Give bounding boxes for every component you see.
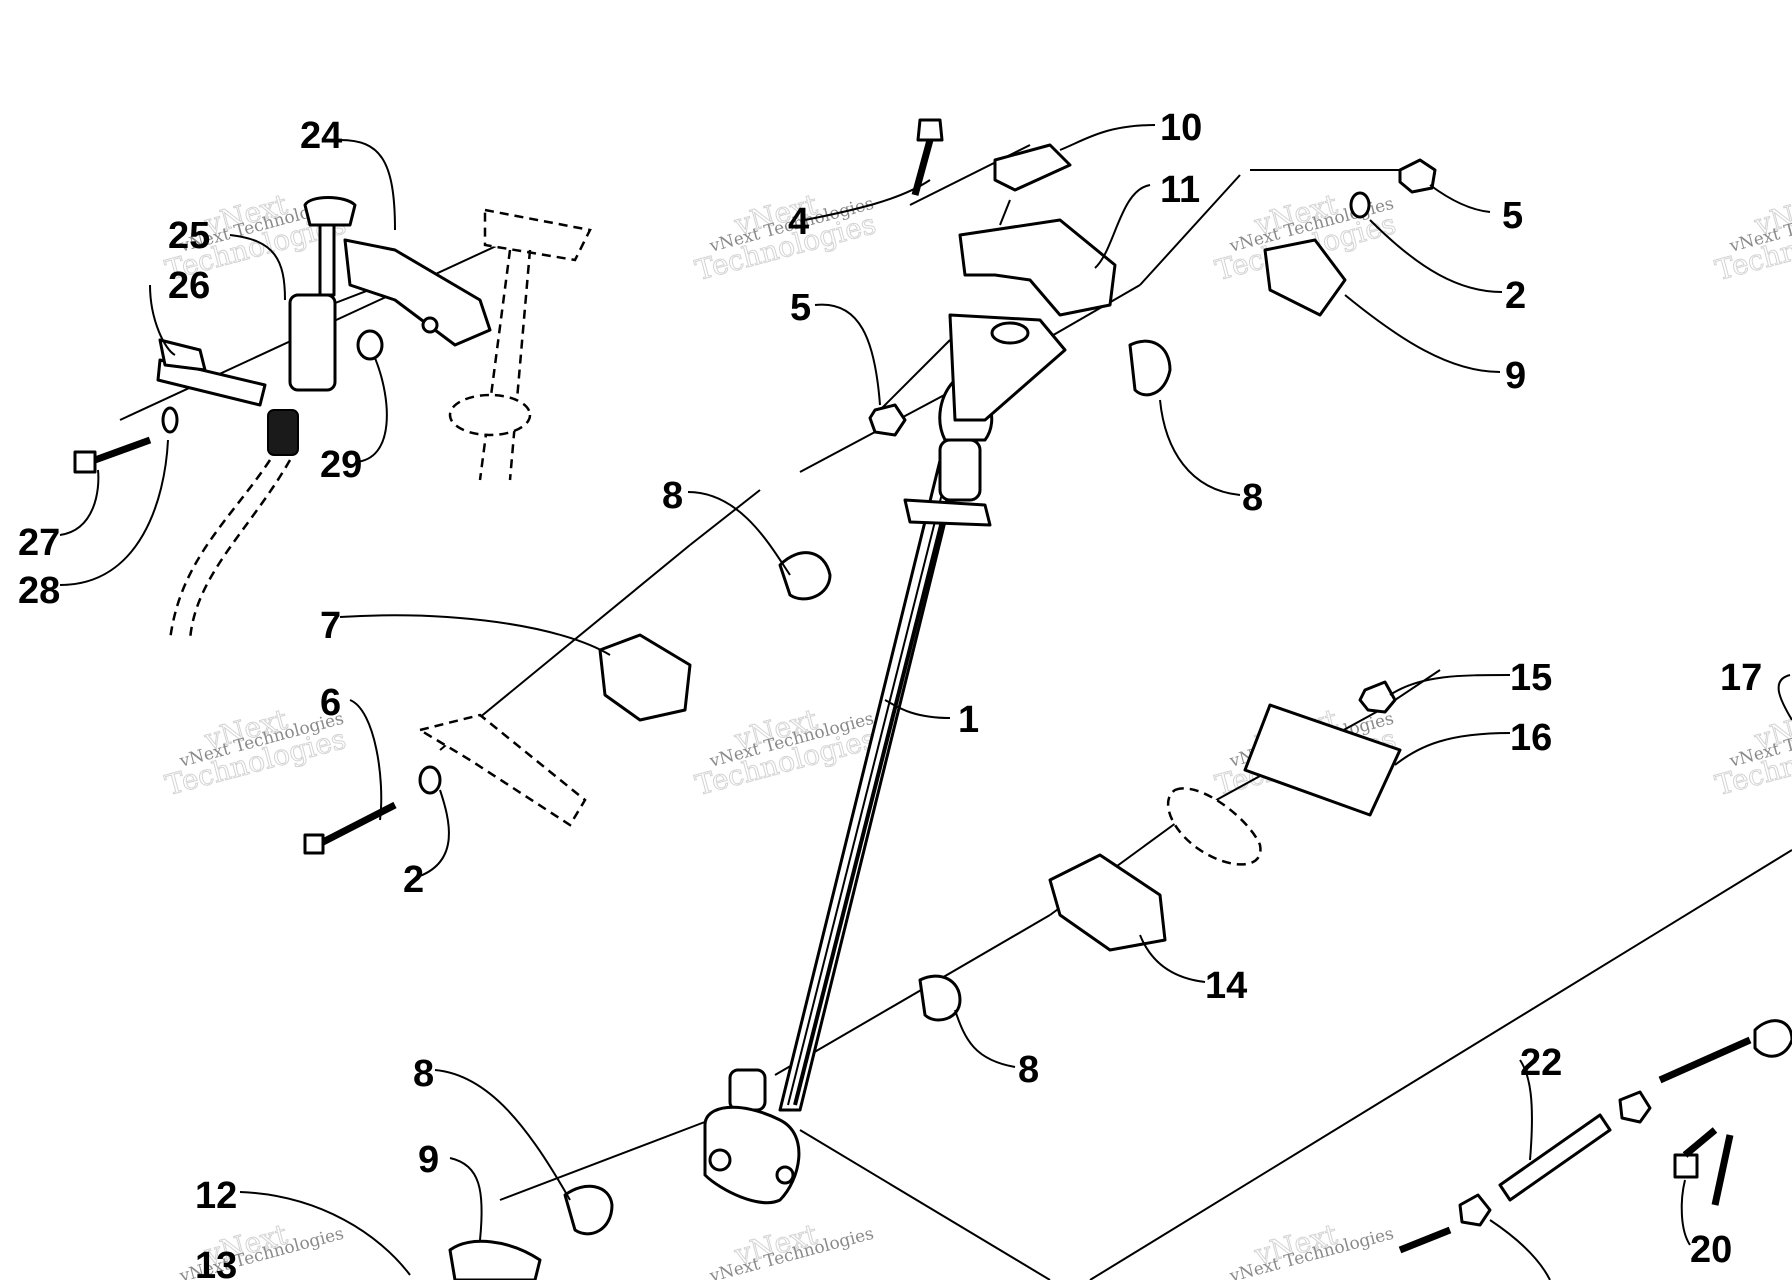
callout-7: 7: [320, 605, 341, 647]
callout-8: 8: [662, 475, 683, 517]
callout-27: 27: [18, 522, 60, 564]
callout-15: 15: [1510, 657, 1552, 699]
callout-4: 4: [788, 201, 809, 243]
callout-24: 24: [300, 115, 342, 157]
callout-13: 13: [195, 1245, 237, 1280]
callout-10: 10: [1160, 107, 1202, 149]
watermark: vNext Technologies vNext Technologies: [1711, 187, 1792, 288]
callout-12: 12: [195, 1175, 237, 1217]
lower-left-parts: [448, 1184, 614, 1280]
callout-9: 9: [1505, 355, 1526, 397]
callout-5: 5: [790, 287, 811, 329]
callout-26: 26: [168, 265, 210, 307]
callout-20: 20: [1690, 1229, 1732, 1271]
watermark: vNext vNext Technologies: [707, 1217, 876, 1280]
callout-9: 9: [418, 1139, 439, 1181]
watermark: vNext Technologies vNext Technologies: [691, 702, 880, 803]
callout-8: 8: [1018, 1049, 1039, 1091]
callout-1: 1: [958, 699, 979, 741]
callout-22: 22: [1520, 1042, 1562, 1084]
callout-labels: 24 25 26 27 28 29 4 5 10 11 5 2 9 8 8 7 …: [18, 107, 1762, 1280]
steering-post: [703, 313, 1067, 1205]
upper-right-parts: [1128, 158, 1437, 397]
watermark: vNext Technologies vNext Technologies: [1711, 702, 1792, 803]
watermark: vNext Technologies vNext Technologies: [691, 187, 880, 288]
callout-14: 14: [1205, 965, 1247, 1007]
callout-25: 25: [168, 215, 210, 257]
left-middle-parts: [303, 551, 832, 855]
callout-8: 8: [1242, 477, 1263, 519]
callout-11: 11: [1160, 169, 1200, 211]
leader-lines: [59, 124, 1792, 1280]
callout-2: 2: [1505, 275, 1526, 317]
callout-16: 16: [1510, 717, 1552, 759]
callout-29: 29: [320, 444, 362, 486]
watermark: vNext vNext Technologies: [1227, 1217, 1396, 1280]
callout-8: 8: [413, 1053, 434, 1095]
callout-2: 2: [403, 859, 424, 901]
callout-17: 17: [1720, 657, 1762, 699]
callout-5: 5: [1502, 195, 1523, 237]
right-middle-parts: [918, 680, 1402, 1022]
upper-clamp-parts: [868, 118, 1117, 437]
lower-right-parts: [1398, 1019, 1792, 1254]
callout-28: 28: [18, 570, 60, 612]
callout-6: 6: [320, 682, 341, 724]
throttle-control-assembly: [73, 196, 592, 641]
